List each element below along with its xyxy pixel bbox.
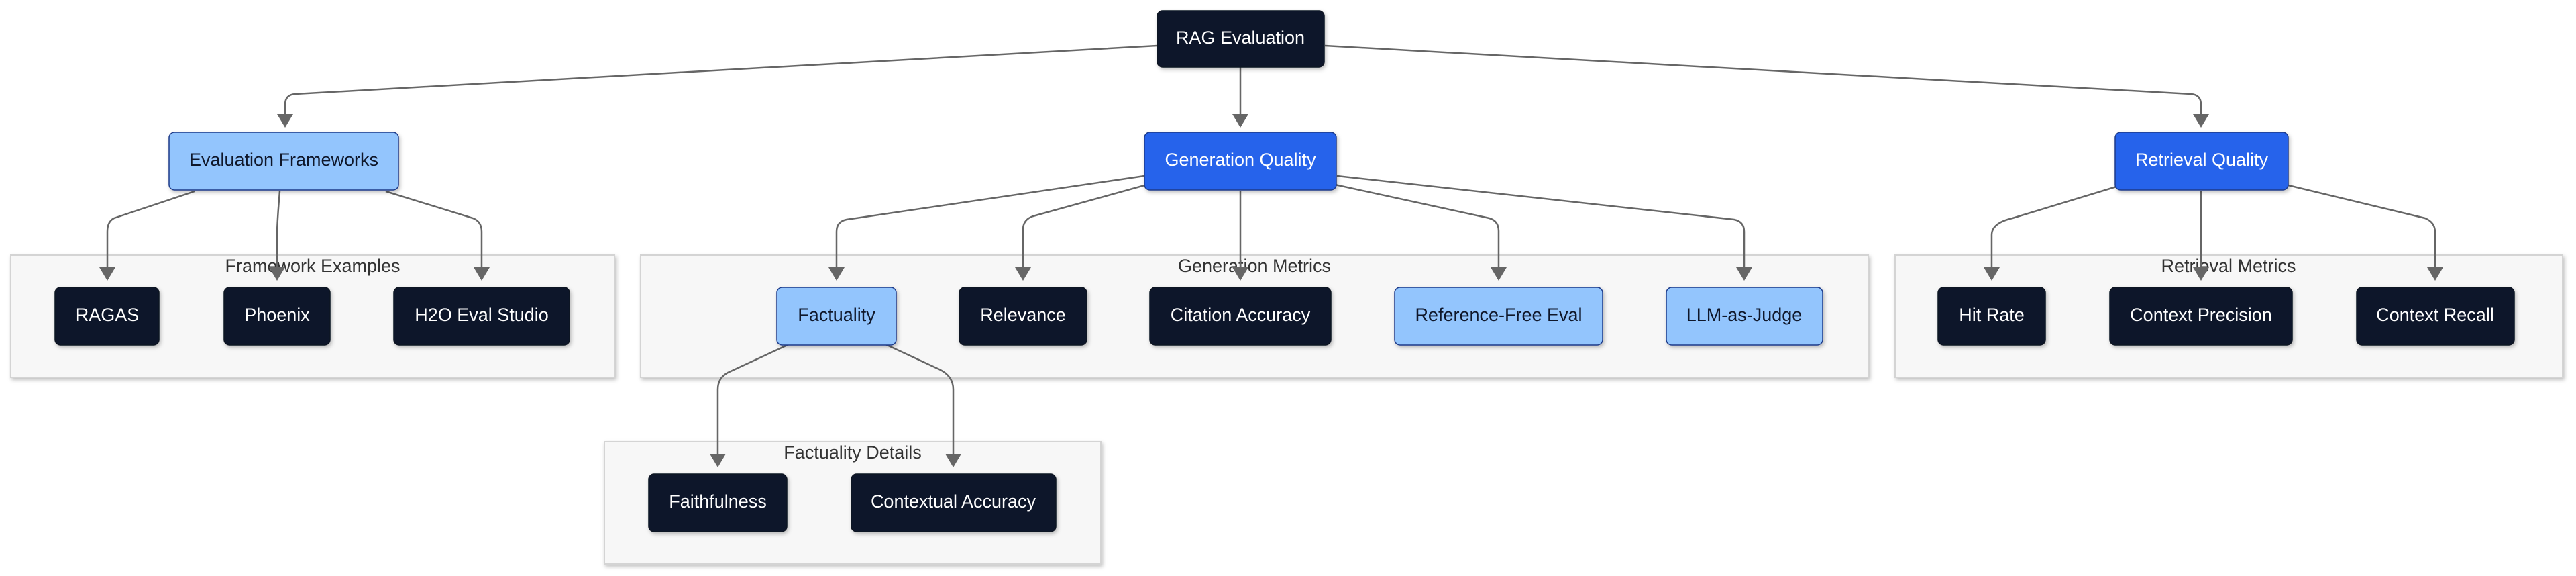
- node-retrieval-quality-label: Retrieval Quality: [2135, 150, 2269, 170]
- edge-generation-to-citation: [1232, 191, 1248, 281]
- node-phoenix-label: Phoenix: [244, 305, 310, 325]
- node-rag-evaluation[interactable]: RAG Evaluation: [1157, 10, 1325, 68]
- node-factuality-label: Factuality: [798, 305, 875, 325]
- edge-frameworks-to-phoenix: [269, 191, 285, 281]
- node-context-recall[interactable]: Context Recall: [2356, 287, 2515, 346]
- cluster-factuality-details-label: Factuality Details: [784, 442, 922, 463]
- node-h2o-eval-studio-label: H2O Eval Studio: [415, 305, 549, 325]
- edge-frameworks-to-ragas: [99, 190, 195, 281]
- node-contextual-accuracy[interactable]: Contextual Accuracy: [851, 473, 1057, 532]
- node-contextual-accuracy-label: Contextual Accuracy: [871, 491, 1036, 512]
- edge-retrieval-to-context-recall: [2285, 183, 2443, 281]
- node-evaluation-frameworks-label: Evaluation Frameworks: [189, 150, 378, 170]
- node-generation-quality[interactable]: Generation Quality: [1144, 132, 1337, 191]
- edges: [99, 44, 2443, 467]
- node-reference-free-eval[interactable]: Reference-Free Eval: [1394, 287, 1603, 346]
- edge-generation-to-llm-judge: [1336, 175, 1752, 281]
- edge-rag-to-retrieval: [1324, 44, 2209, 128]
- cluster-retrieval-metrics-label: Retrieval Metrics: [2161, 256, 2296, 276]
- node-hit-rate[interactable]: Hit Rate: [1937, 287, 2046, 346]
- node-context-precision-label: Context Precision: [2130, 305, 2272, 325]
- cluster-framework-examples-label: Framework Examples: [225, 256, 400, 276]
- node-evaluation-frameworks[interactable]: Evaluation Frameworks: [168, 132, 399, 191]
- cluster-generation-metrics-label: Generation Metrics: [1178, 256, 1331, 276]
- node-llm-as-judge[interactable]: LLM-as-Judge: [1666, 287, 1823, 346]
- node-relevance[interactable]: Relevance: [959, 287, 1087, 346]
- edge-rag-to-frameworks: [277, 44, 1158, 128]
- node-h2o-eval-studio[interactable]: H2O Eval Studio: [393, 287, 570, 346]
- node-context-recall-label: Context Recall: [2376, 305, 2494, 325]
- node-citation-accuracy-label: Citation Accuracy: [1171, 305, 1311, 325]
- node-factuality[interactable]: Factuality: [776, 287, 897, 346]
- node-ragas-label: RAGAS: [76, 305, 140, 325]
- edge-retrieval-to-hit-rate: [1984, 185, 2117, 281]
- edge-generation-to-reference-free: [1334, 183, 1507, 281]
- node-faithfulness-label: Faithfulness: [669, 491, 767, 512]
- node-retrieval-quality[interactable]: Retrieval Quality: [2114, 132, 2289, 191]
- node-relevance-label: Relevance: [980, 305, 1066, 325]
- edge-generation-to-factuality: [828, 175, 1145, 281]
- node-reference-free-eval-label: Reference-Free Eval: [1415, 305, 1582, 325]
- node-hit-rate-label: Hit Rate: [1959, 305, 2025, 325]
- node-citation-accuracy[interactable]: Citation Accuracy: [1149, 287, 1332, 346]
- node-phoenix[interactable]: Phoenix: [223, 287, 331, 346]
- edge-retrieval-to-context-precision: [2193, 191, 2209, 281]
- edge-generation-to-relevance: [1015, 183, 1148, 281]
- edge-rag-to-generation: [1232, 67, 1248, 128]
- edge-factuality-to-faithfulness: [710, 342, 791, 467]
- node-context-precision[interactable]: Context Precision: [2109, 287, 2293, 346]
- node-faithfulness[interactable]: Faithfulness: [648, 473, 788, 532]
- edge-frameworks-to-h2o: [385, 190, 490, 281]
- node-generation-quality-label: Generation Quality: [1165, 150, 1316, 170]
- node-ragas[interactable]: RAGAS: [54, 287, 160, 346]
- node-llm-as-judge-label: LLM-as-Judge: [1686, 305, 1803, 325]
- node-rag-evaluation-label: RAG Evaluation: [1176, 28, 1305, 48]
- edge-factuality-to-contextual-accuracy: [883, 342, 961, 467]
